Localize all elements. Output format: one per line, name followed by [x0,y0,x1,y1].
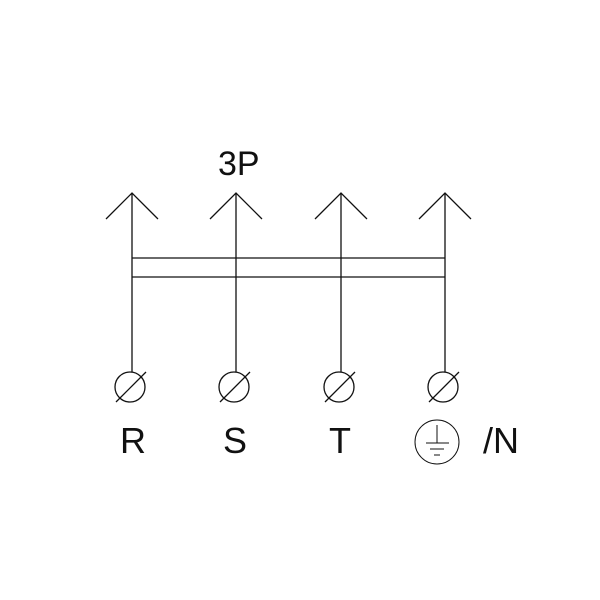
terminal-slash [324,371,356,403]
arrow-head-icon [209,192,263,220]
terminal-circle-icon [114,371,146,403]
earth-ground-icon [414,419,460,465]
terminal-slash [219,371,251,403]
terminal-circle-icon [323,371,355,403]
diagram-title: 3P [218,145,260,183]
bus-bars [132,257,445,278]
terminal-label-s: S [223,420,247,461]
terminal-label-t: T [329,420,351,461]
terminal-slash [428,371,460,403]
arrow-head-icon [105,192,159,220]
terminal-label-n: /N [483,420,519,461]
terminal-slash [115,371,147,403]
terminal-label-r: R [120,420,146,461]
arrow-head-icon [314,192,368,220]
terminal-circle-icon [427,371,459,403]
terminal-circle-icon [218,371,250,403]
arrow-head-icon [418,192,472,220]
